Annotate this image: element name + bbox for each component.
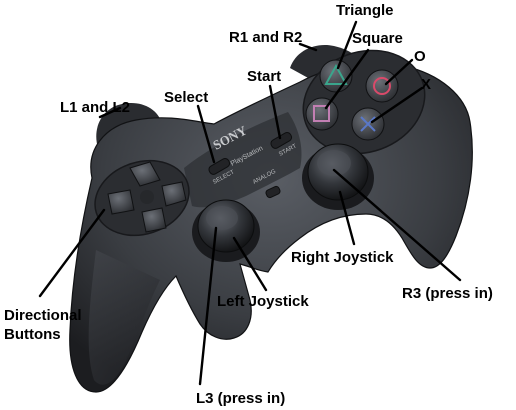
label-l1-l2: L1 and L2 (60, 99, 131, 116)
pointer-directional (38, 208, 106, 298)
square-button (305, 97, 339, 131)
circle-button (365, 69, 399, 103)
dpad-center (140, 190, 154, 204)
label-left-joystick: Left Joystick (217, 293, 309, 310)
label-circle: O (414, 48, 426, 65)
label-l3: L3 (press in) (196, 390, 286, 407)
pointer-lines (38, 20, 462, 386)
left-grip (88, 250, 160, 385)
pointer-right-joystick (338, 190, 356, 246)
pointer-cross (370, 86, 424, 124)
triangle-button (319, 59, 353, 93)
pointer-select (196, 104, 216, 164)
dpad-down (141, 207, 167, 233)
left-joystick (192, 199, 260, 262)
pointer-r3 (332, 168, 462, 282)
pointer-square (324, 48, 370, 110)
label-directional-line2: Buttons (4, 326, 61, 343)
label-square: Square (352, 30, 403, 47)
label-triangle: Triangle (336, 2, 394, 19)
label-directional-line1: Directional (4, 307, 82, 324)
label-right-joystick: Right Joystick (291, 249, 394, 266)
analog-button (265, 185, 281, 199)
pointer-left-joystick (232, 236, 268, 292)
label-start: Start (247, 68, 282, 85)
label-r1-r2: R1 and R2 (229, 29, 303, 46)
label-directional-buttons: Directional Buttons (4, 306, 82, 344)
dpad-left (107, 189, 135, 215)
select-button (208, 158, 231, 175)
label-select: Select (164, 89, 209, 106)
dpad-right (161, 181, 187, 207)
center-panel (184, 112, 302, 208)
dpad-up (129, 161, 161, 187)
label-r3: R3 (press in) (402, 285, 493, 302)
pointer-circle (384, 58, 414, 86)
pointer-triangle (336, 20, 358, 70)
pointer-r1-r2 (298, 42, 318, 52)
cross-button (351, 107, 385, 141)
pointer-l3 (198, 226, 218, 386)
pointer-start (268, 84, 282, 140)
label-cross: X (421, 76, 432, 93)
pointer-l1-l2 (98, 106, 122, 119)
